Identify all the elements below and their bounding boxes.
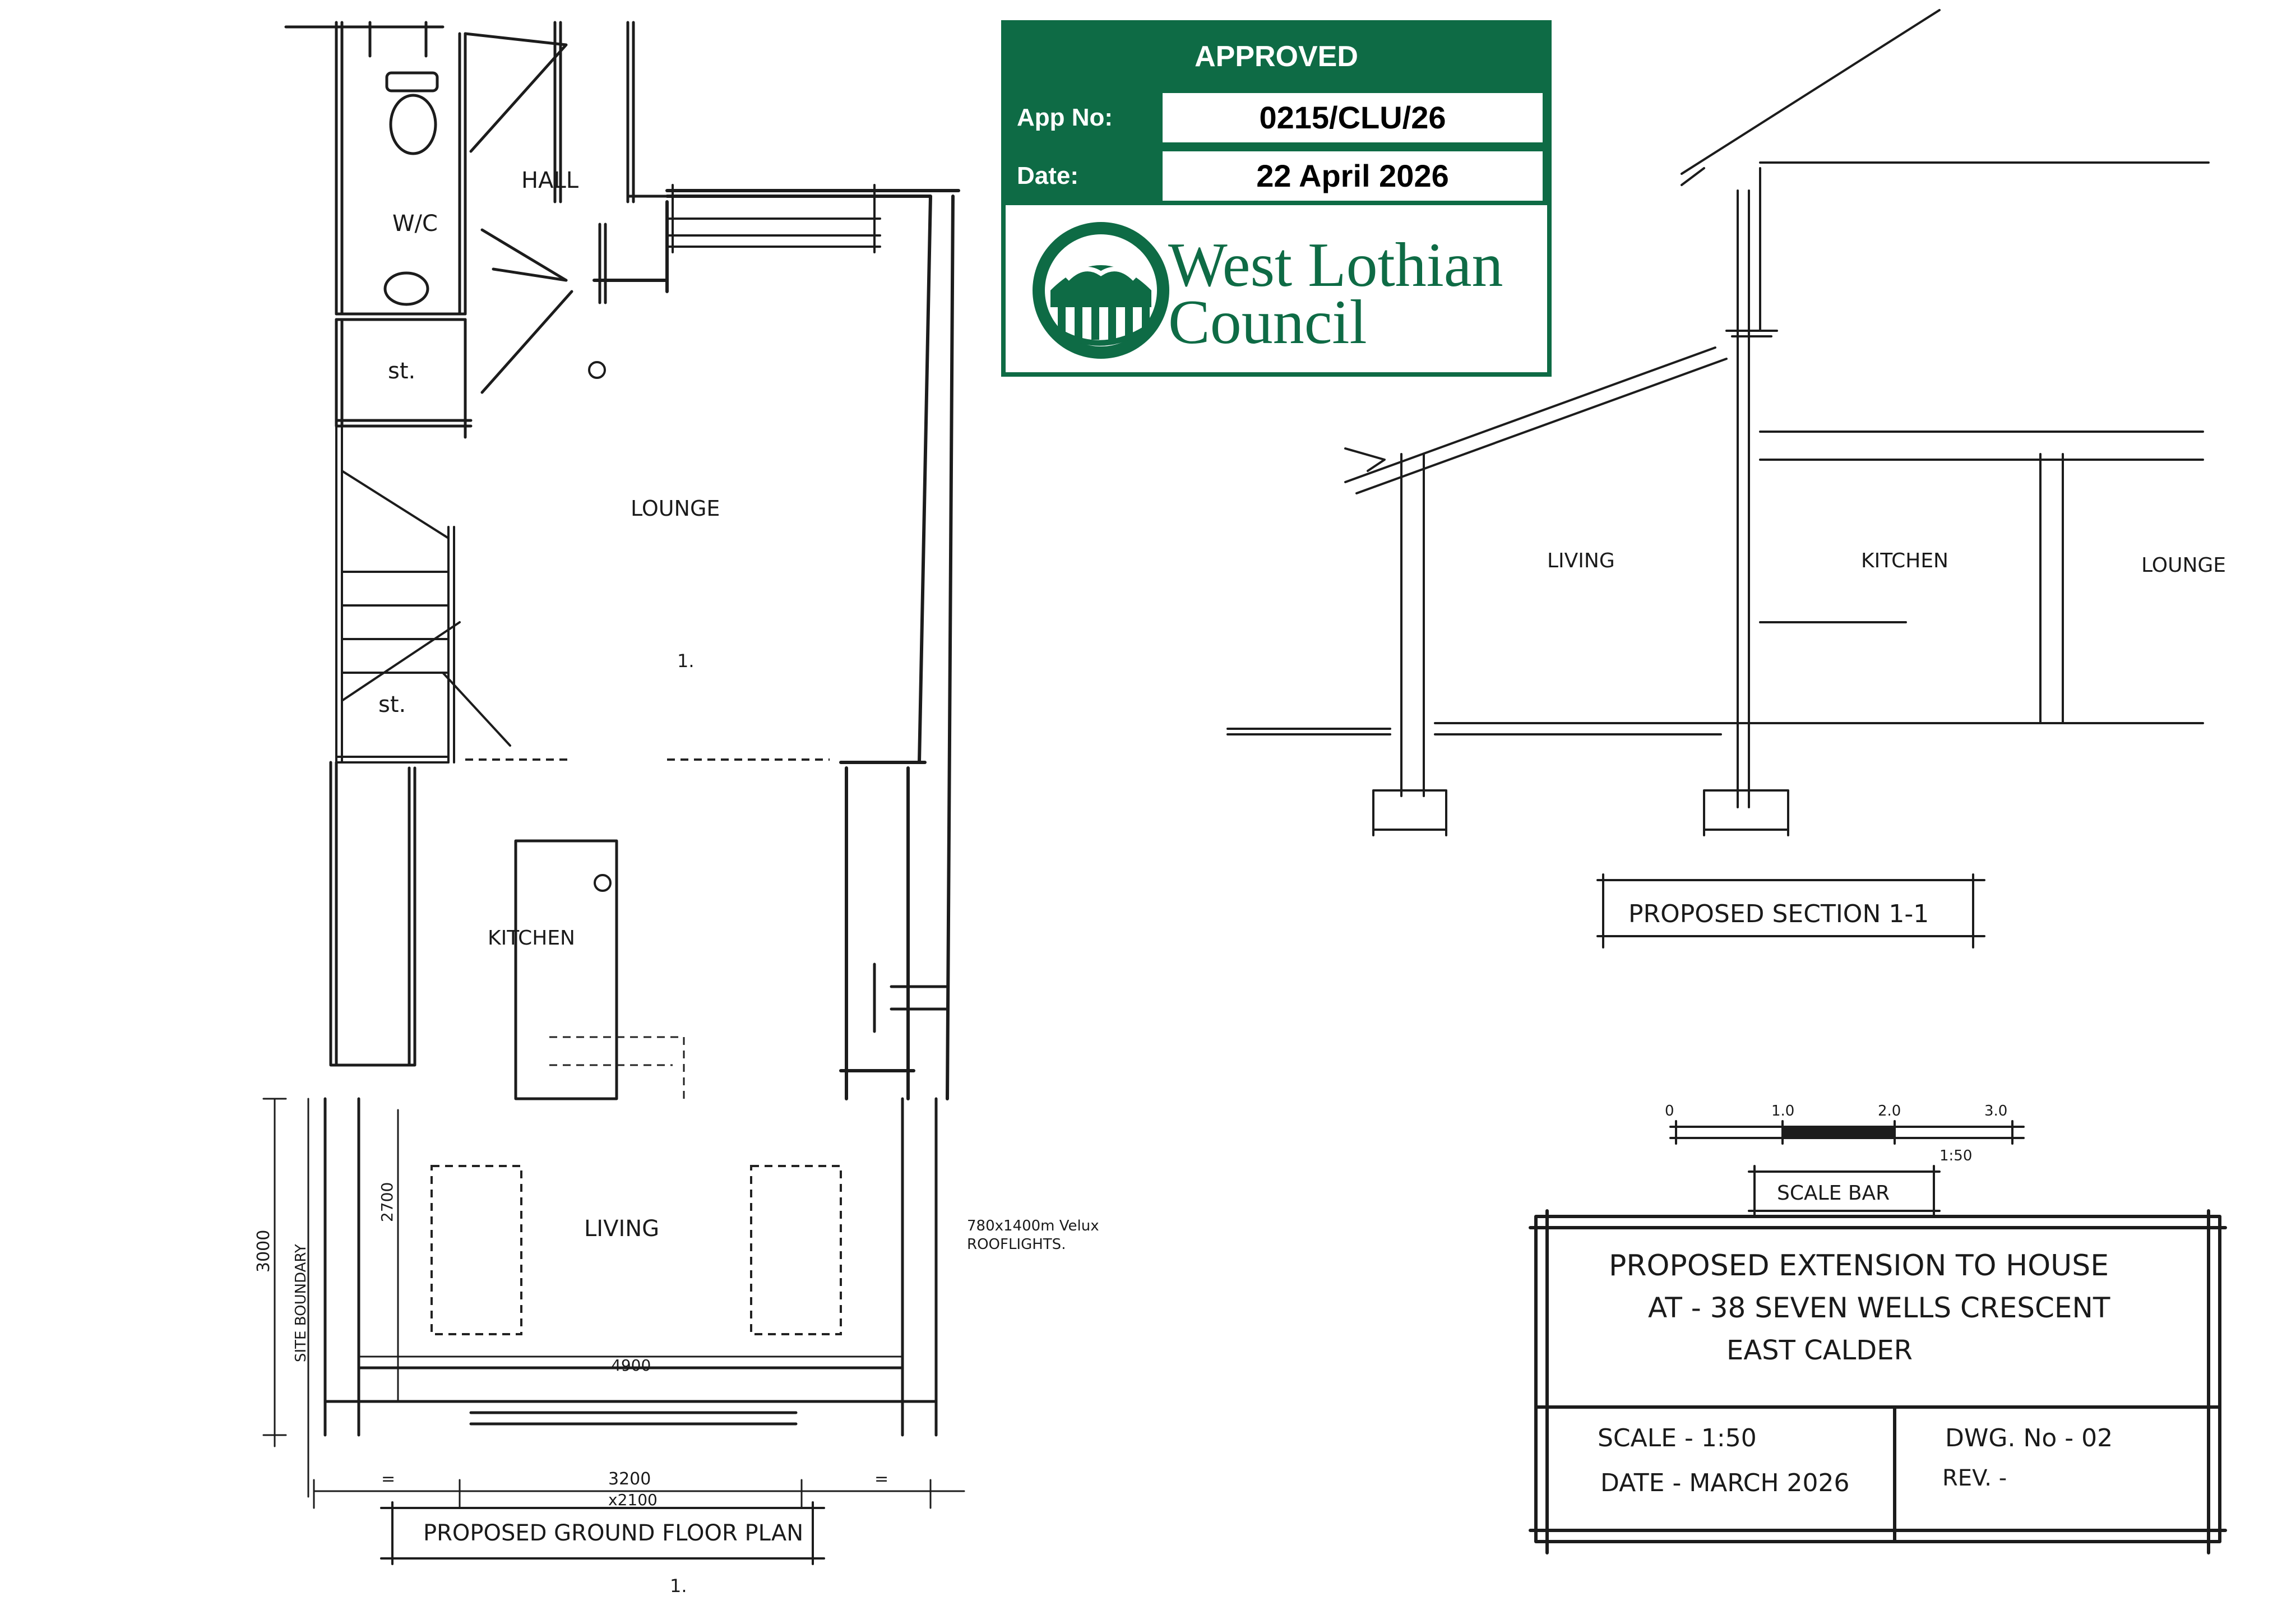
- store2-label: st.: [378, 692, 406, 718]
- hall-walls: [464, 21, 669, 394]
- living-label: LIVING: [584, 1216, 659, 1242]
- title-line3: EAST CALDER: [1726, 1335, 1913, 1366]
- title-date: DATE - MARCH 2026: [1600, 1469, 1850, 1497]
- section-title: PROPOSED SECTION 1-1: [1628, 900, 1929, 928]
- title-line2: AT - 38 SEVEN WELLS CRESCENT: [1648, 1292, 2110, 1324]
- dim-4900-label: 4900: [611, 1356, 651, 1375]
- dim-3000-label: 3000: [254, 1230, 274, 1273]
- section-living-label: LIVING: [1547, 549, 1615, 572]
- stair-walls: [335, 425, 511, 764]
- section-marker: 1.: [677, 650, 695, 672]
- hob-dashes: [549, 1036, 685, 1099]
- ground-floor-plan: [262, 21, 965, 1565]
- section-lounge-label: LOUNGE: [2141, 554, 2226, 577]
- title-line1: PROPOSED EXTENSION TO HOUSE: [1609, 1249, 2109, 1283]
- section-kitchen-label: KITCHEN: [1861, 549, 1948, 572]
- title-rev: REV. -: [1942, 1465, 2007, 1491]
- basin-icon: [383, 271, 429, 306]
- plan-labels: W/C HALL st. st. LOUNGE 1. KITCHEN LIVIN…: [254, 168, 1099, 1597]
- scale-ratio: 1:50: [1939, 1148, 1972, 1164]
- dimension-lines: [262, 1098, 965, 1509]
- title-block: PROPOSED EXTENSION TO HOUSE AT - 38 SEVE…: [1529, 1209, 2227, 1554]
- dim-3200-label: 3200: [608, 1469, 651, 1489]
- stamp-date-label: Date:: [1017, 162, 1079, 189]
- hall-label: HALL: [521, 168, 579, 193]
- rooflight-note-line1: 780x1400m Velux: [967, 1218, 1099, 1234]
- scale-tick-3: 3.0: [1984, 1103, 2007, 1119]
- kitchen-walls: [329, 761, 949, 1100]
- council-emblem-icon: [1033, 222, 1169, 359]
- council-name: West Lothian Council: [1168, 230, 1503, 357]
- dim-x2100-label: x2100: [608, 1491, 658, 1509]
- site-boundary-label: SITE BOUNDARY: [293, 1244, 309, 1362]
- main-walls: [592, 189, 960, 1100]
- lounge-light-icon: [588, 361, 606, 379]
- council-name-line1: West Lothian: [1168, 230, 1503, 300]
- wc-label: W/C: [392, 211, 438, 237]
- dim-2700-label: 2700: [378, 1182, 396, 1222]
- council-name-line2: Council: [1168, 288, 1367, 357]
- wc-walls: [284, 21, 562, 321]
- stamp-date-row: Date: 22 April 2026: [1006, 147, 1547, 205]
- rooflight-right: [750, 1165, 842, 1335]
- stamp-date-value: 22 April 2026: [1163, 151, 1543, 201]
- scale-bar-title: SCALE BAR: [1777, 1182, 1890, 1205]
- stamp-title: APPROVED: [1006, 25, 1547, 89]
- title-scale: SCALE - 1:50: [1598, 1424, 1757, 1452]
- council-logo: West Lothian Council: [1006, 210, 1547, 372]
- section-drawing: [1226, 9, 2210, 949]
- kitchen-light-icon: [594, 874, 612, 892]
- stamp-app-no-value: 0215/CLU/26: [1163, 93, 1543, 142]
- scale-bar: 0 1.0 2.0 3.0 1:50 SCALE BAR: [1665, 1103, 2025, 1218]
- rooflight-note-line2: ROOFLIGHTS.: [967, 1236, 1066, 1253]
- scale-tick-0: 0: [1665, 1103, 1674, 1119]
- dim-equal-left: =: [381, 1469, 395, 1489]
- living-walls: [323, 1097, 938, 1437]
- stamp-app-no-row: App No: 0215/CLU/26: [1006, 89, 1547, 147]
- window-top: [666, 184, 881, 253]
- scale-tick-1: 1.0: [1771, 1103, 1794, 1119]
- dim-equal-right: =: [874, 1469, 888, 1489]
- plan-title: PROPOSED GROUND FLOOR PLAN: [423, 1520, 803, 1546]
- store1-label: st.: [388, 358, 415, 384]
- title-drawing-no: DWG. No - 02: [1945, 1424, 2113, 1452]
- section-labels: LIVING KITCHEN LOUNGE PROPOSED SECTION 1…: [1547, 549, 2226, 928]
- plan-title-frame: [380, 1501, 825, 1565]
- section-marker-bottom: 1.: [670, 1575, 687, 1597]
- approval-stamp: APPROVED App No: 0215/CLU/26 Date: 22 Ap…: [1001, 20, 1552, 377]
- scale-tick-2: 2.0: [1878, 1103, 1901, 1119]
- kitchen-label: KITCHEN: [488, 927, 575, 950]
- toilet-icon: [385, 71, 439, 155]
- stamp-app-no-label: App No:: [1017, 104, 1113, 131]
- store1-walls: [335, 318, 473, 439]
- rooflight-left: [430, 1165, 522, 1335]
- lounge-label: LOUNGE: [631, 496, 720, 521]
